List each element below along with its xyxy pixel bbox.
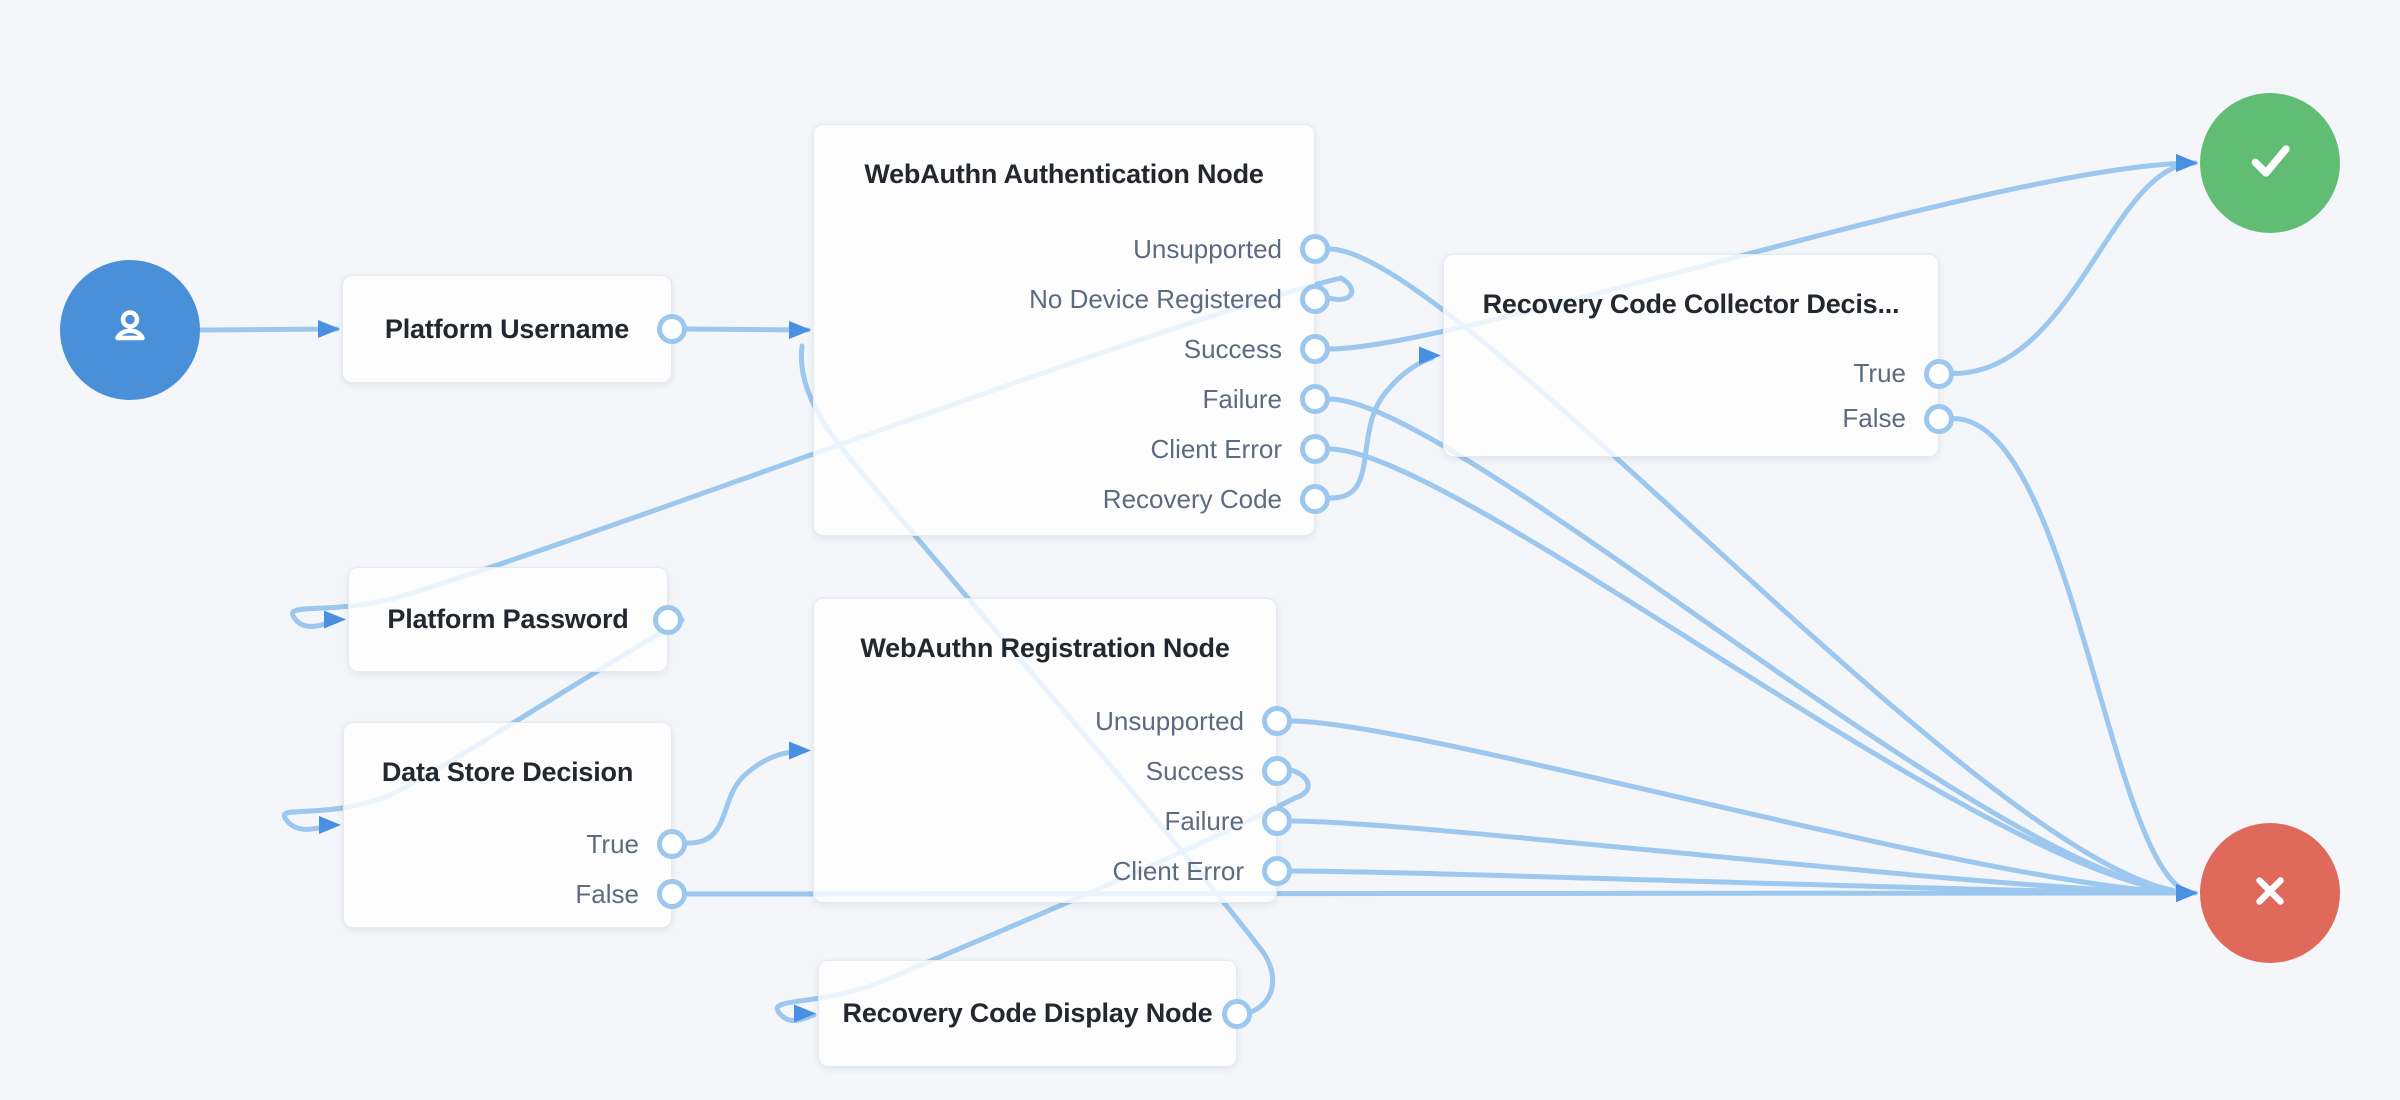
outcome-port[interactable]: [1300, 334, 1330, 364]
node-webauthn-authentication[interactable]: WebAuthn Authentication Node Unsupported…: [813, 124, 1330, 536]
outcome-port[interactable]: [1262, 856, 1292, 886]
outcome-row: True: [1444, 351, 1954, 396]
outcome-port[interactable]: [1262, 756, 1292, 786]
outcome-label: Success: [1183, 333, 1282, 364]
outcome-row: True: [344, 819, 687, 869]
outcome-label: False: [1842, 403, 1906, 433]
outcome-row: Success: [814, 746, 1292, 796]
output-port[interactable]: [1222, 998, 1252, 1029]
outcome-row: Unsupported: [814, 224, 1330, 274]
node-title: WebAuthn Authentication Node: [864, 159, 1264, 189]
outcome-row: Unsupported: [814, 696, 1292, 746]
outcome-label: No Device Registered: [1029, 283, 1282, 314]
check-icon: [2238, 129, 2302, 198]
outcome-label: Recovery Code: [1102, 483, 1282, 514]
user-icon: [106, 304, 154, 357]
outcome-port[interactable]: [1300, 284, 1330, 314]
node-title: Data Store Decision: [381, 757, 634, 787]
outcome-label: Client Error: [1112, 855, 1244, 886]
outcome-label: Unsupported: [1133, 233, 1282, 264]
node-data-store-decision[interactable]: Data Store Decision True False: [343, 722, 687, 928]
outcome-port[interactable]: [1300, 484, 1330, 514]
outcome-label: True: [1853, 358, 1907, 388]
node-title: WebAuthn Registration Node: [860, 633, 1230, 663]
outcome-label: True: [586, 828, 640, 859]
output-port[interactable]: [657, 314, 687, 344]
outcome-label: Unsupported: [1095, 705, 1244, 736]
node-title: Recovery Code Display Node: [842, 998, 1213, 1028]
outcome-port[interactable]: [1300, 384, 1330, 414]
outcome-row: False: [1444, 396, 1954, 441]
outcome-label: Failure: [1164, 805, 1244, 836]
node-platform-password[interactable]: Platform Password: [348, 567, 683, 672]
outcome-row: Failure: [814, 374, 1330, 424]
x-icon: [2242, 863, 2298, 924]
failure-node[interactable]: [2200, 823, 2340, 963]
outcome-label: Success: [1145, 755, 1244, 786]
outcome-row: Client Error: [814, 424, 1330, 474]
outcome-row: False: [344, 869, 687, 919]
node-webauthn-registration[interactable]: WebAuthn Registration Node Unsupported S…: [813, 598, 1292, 903]
outcome-port[interactable]: [1300, 234, 1330, 264]
outcome-port[interactable]: [1924, 403, 1954, 434]
node-title: Recovery Code Collector Decis...: [1482, 289, 1900, 319]
outcome-port[interactable]: [1924, 358, 1954, 389]
outcome-port[interactable]: [657, 879, 687, 909]
outcome-port[interactable]: [1262, 806, 1292, 836]
outcome-row: No Device Registered: [814, 274, 1330, 324]
start-node[interactable]: [60, 260, 200, 400]
outcome-port[interactable]: [657, 829, 687, 859]
outcome-label: False: [575, 878, 639, 909]
outcome-row: Client Error: [814, 846, 1292, 896]
success-node[interactable]: [2200, 93, 2340, 233]
node-title: Platform Password: [387, 604, 629, 634]
node-platform-username[interactable]: Platform Username: [342, 275, 687, 383]
outcome-label: Failure: [1202, 383, 1282, 414]
output-port[interactable]: [653, 604, 683, 635]
node-title: Platform Username: [384, 313, 630, 344]
outcome-label: Client Error: [1150, 433, 1282, 464]
outcome-row: Success: [814, 324, 1330, 374]
outcome-port[interactable]: [1300, 434, 1330, 464]
node-recovery-code-collector-decision[interactable]: Recovery Code Collector Decis... True Fa…: [1443, 254, 1954, 457]
outcome-row: Recovery Code: [814, 474, 1330, 524]
outcome-row: Failure: [814, 796, 1292, 846]
node-recovery-code-display[interactable]: Recovery Code Display Node: [818, 960, 1252, 1067]
outcome-port[interactable]: [1262, 706, 1292, 736]
